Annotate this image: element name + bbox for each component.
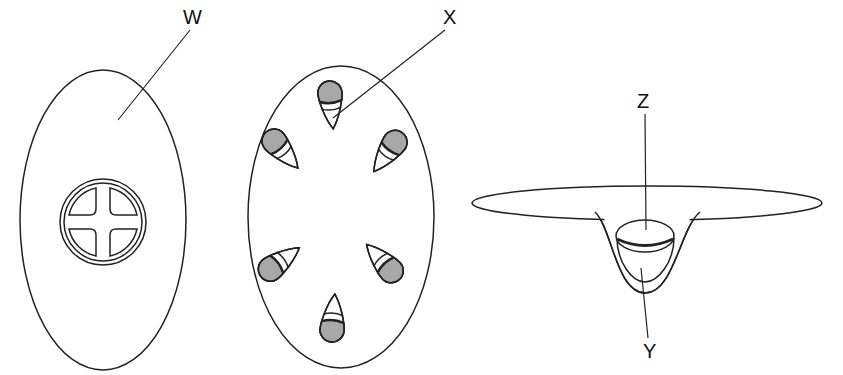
cross-lobe [69,229,96,256]
cross-lobe [110,229,137,256]
teardrop [364,126,412,179]
part-label: Z [635,90,651,112]
teardrop [257,124,307,176]
teardrop [317,80,345,130]
cross-lobe [110,188,137,215]
central-ring [60,179,146,265]
leader-line [645,114,646,230]
teardrop [254,238,307,286]
teardrop [319,293,347,343]
part-label: X [441,6,458,28]
teardrop-structures [254,80,412,343]
leader-line [641,268,648,338]
outer-disc [20,70,186,370]
part-label: W [181,6,204,28]
dark-band [617,239,673,246]
part-label: Y [641,340,658,362]
cross-lobe [69,188,96,215]
leader-line [118,30,190,120]
cup-outline [595,212,700,293]
inner-ring [64,183,142,261]
oval-body [616,220,674,252]
cross-lobes [69,188,137,256]
teardrop [358,236,408,287]
leader-line [333,30,445,118]
